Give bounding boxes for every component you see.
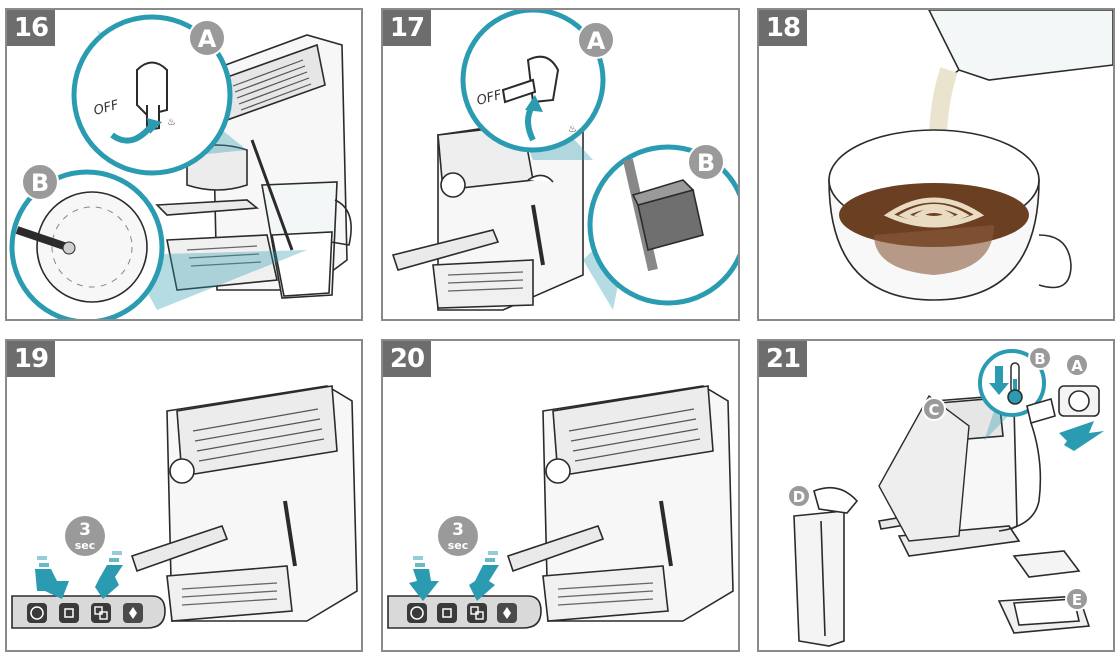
latte-art (883, 197, 985, 228)
power-icon (410, 606, 424, 620)
step-21-panel: D C B A (757, 339, 1115, 652)
step-number: 18 (759, 10, 807, 46)
step-19-panel: 3 sec 19 (5, 339, 363, 652)
step-number: 16 (7, 10, 55, 46)
callout-label-e: E (1072, 591, 1082, 609)
step-18-illustration (828, 10, 1113, 301)
steam-button (497, 603, 517, 623)
callout-label-c: C (928, 401, 939, 419)
timer-unit: sec (448, 539, 469, 552)
double-cup-button (91, 603, 111, 623)
callout-badge-a (577, 21, 615, 59)
callout-label-b: B (1034, 350, 1045, 368)
espresso-machine (130, 385, 358, 622)
press-arrow-icon (409, 556, 439, 601)
step-number: 19 (7, 341, 55, 377)
steam-button (123, 603, 143, 623)
milk-jug (250, 139, 352, 299)
single-cup-button (59, 603, 79, 623)
rotate-arrow-head-icon (525, 95, 543, 112)
callout-badge-a (188, 19, 226, 57)
espresso-machine (506, 385, 734, 622)
wall-socket-icon (1058, 385, 1100, 417)
drip-tray (997, 595, 1091, 634)
step-17-panel: OFF ♨ A B 17 (381, 8, 740, 321)
timer-value: 3 (452, 520, 464, 540)
callout-label-d: D (793, 488, 805, 506)
step-18-panel: 18 (757, 8, 1115, 321)
rotate-arrow-head-icon (147, 118, 162, 134)
steam-icon (503, 607, 511, 619)
step-17-illustration: OFF ♨ A B (391, 10, 738, 311)
single-cup-icon (64, 608, 74, 618)
callout-label-a: A (198, 25, 217, 53)
callout-badge-b (21, 163, 59, 201)
step-number: 17 (383, 10, 431, 46)
steam-wand (15, 226, 69, 251)
temperature-down-arrow-icon (989, 366, 1009, 395)
single-cup-icon (442, 608, 452, 618)
cup (828, 129, 1072, 301)
steam-icon (129, 607, 137, 619)
step-19-illustration: 3 sec (11, 385, 358, 629)
single-cup-button (437, 603, 457, 623)
timer-badge (65, 516, 105, 556)
power-icon (30, 606, 44, 620)
cup-handle (1038, 234, 1072, 289)
timer-value: 3 (79, 520, 91, 540)
rotate-arrow-icon (110, 123, 155, 144)
press-arrow-icon (95, 551, 123, 599)
callout-label-b: B (697, 149, 715, 177)
steam-icon: ♨ (167, 117, 176, 128)
steam-knob-zoom (501, 55, 560, 104)
callout-label-a: A (1071, 357, 1083, 375)
steam-knob-zoom (136, 61, 168, 132)
callout-badge-b (687, 143, 725, 181)
knob-off-label: OFF (475, 88, 504, 109)
power-button (407, 603, 427, 623)
swirl-path (51, 206, 133, 288)
steam-icon: ♨ (568, 124, 577, 135)
double-cup-icon (94, 606, 103, 615)
espresso-machine (391, 114, 584, 311)
jug-top-view (36, 191, 148, 303)
double-cup-icon (470, 606, 479, 615)
callout-label-a: A (587, 27, 606, 55)
cleaning-cloth (878, 394, 970, 542)
step-20-illustration: 3 sec (387, 385, 734, 629)
drip-tray-grid (1012, 550, 1081, 578)
wand-cloth-zoom (623, 158, 704, 272)
knob-off-label: OFF (92, 98, 121, 119)
unplug-arrow-icon (1059, 421, 1104, 451)
timer-unit: sec (75, 539, 96, 552)
callout-label-b: B (31, 169, 49, 197)
step-21-illustration: D C B A (787, 346, 1104, 647)
step-number: 20 (383, 341, 431, 377)
step-16-panel: OFF ♨ A B 16 (5, 8, 363, 321)
callout-badge-a (1065, 353, 1089, 377)
thermometer-icon (1007, 362, 1023, 405)
timer-badge (438, 516, 478, 556)
press-arrow-icon (35, 556, 69, 599)
water-tank (793, 486, 859, 647)
magnifier-beam-b (127, 250, 307, 310)
callout-badge-d (787, 484, 811, 508)
callout-badge-c (922, 397, 946, 421)
steam-tip (62, 241, 76, 255)
double-cup-button (467, 603, 487, 623)
callout-badge-b (1028, 346, 1052, 370)
power-button (27, 603, 47, 623)
milk-pitcher (928, 10, 1113, 101)
callout-badge-e (1065, 587, 1089, 611)
step-20-panel: 3 sec 20 (381, 339, 740, 652)
press-arrow-icon (469, 551, 499, 601)
plug-icon (998, 397, 1056, 532)
step-16-illustration: OFF ♨ A B (9, 14, 352, 319)
step-number: 21 (759, 341, 807, 377)
